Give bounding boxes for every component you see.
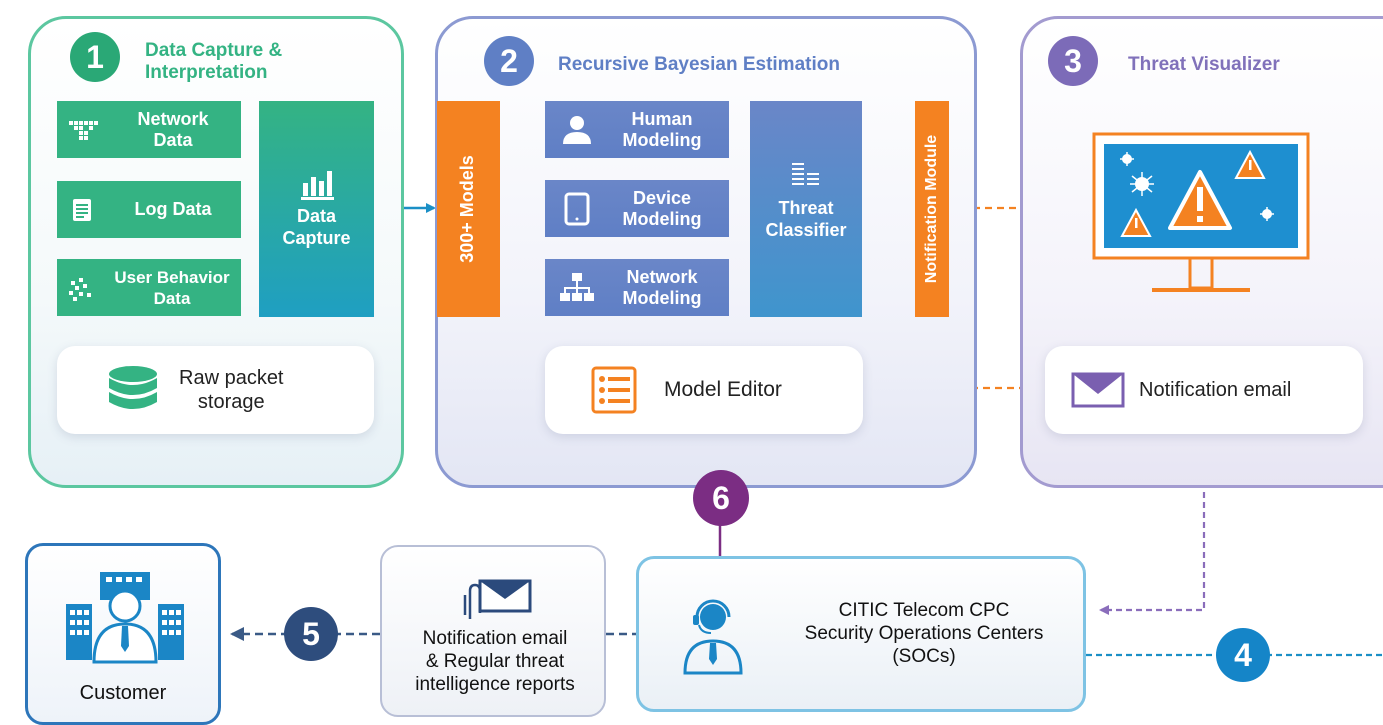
step-6-badge: 6: [693, 470, 749, 526]
person-icon: [563, 115, 591, 144]
reports-line-1: Notification email: [422, 628, 568, 649]
soc-line-2: Security Operations Centers: [804, 623, 1044, 644]
step-2-badge: 2: [484, 36, 534, 86]
reports-line-3: intelligence reports: [415, 674, 575, 695]
business-person-icon: [66, 572, 184, 664]
soc-box: CITIC Telecom CPC Security Operations Ce…: [636, 556, 1086, 712]
step-3-badge: 3: [1048, 36, 1098, 86]
headset-agent-icon: [683, 599, 743, 675]
log-data-box: Log Data: [57, 181, 241, 238]
notification-email-box: Notification email: [1045, 346, 1363, 434]
monitor-alert-icon: [1092, 132, 1310, 292]
bar-chart-icon: [300, 171, 334, 200]
envelope-icon: [1071, 372, 1125, 408]
document-icon: [73, 198, 91, 221]
step-5-badge: 5: [284, 607, 338, 661]
envelope-attachment-icon: [463, 579, 532, 619]
step-4-badge: 4: [1216, 628, 1270, 682]
network-tree-icon: [560, 272, 594, 301]
scatter-dots-icon: [69, 277, 91, 301]
panel-1-title: Data Capture &Interpretation: [145, 40, 283, 83]
checklist-icon: [591, 366, 637, 414]
notification-module-bar: Notification Module: [915, 101, 949, 317]
models-bar: 300+ Models: [437, 101, 500, 317]
tablet-icon: [564, 192, 590, 225]
model-editor-box: Model Editor: [545, 346, 863, 434]
customer-box: Customer: [25, 543, 221, 725]
database-icon: [109, 366, 157, 409]
soc-line-1: CITIC Telecom CPC: [838, 600, 1010, 621]
list-lines-icon: [792, 163, 819, 185]
network-grid-icon: [69, 120, 98, 140]
panel-3-title: Threat Visualizer: [1128, 54, 1280, 75]
reports-line-2: & Regular threat: [425, 651, 565, 672]
soc-line-3: (SOCs): [892, 646, 956, 667]
reports-box: Notification email & Regular threat inte…: [380, 545, 606, 717]
panel-2-title: Recursive Bayesian Estimation: [558, 54, 840, 75]
step-1-badge: 1: [70, 32, 120, 82]
customer-label: Customer: [79, 682, 167, 704]
